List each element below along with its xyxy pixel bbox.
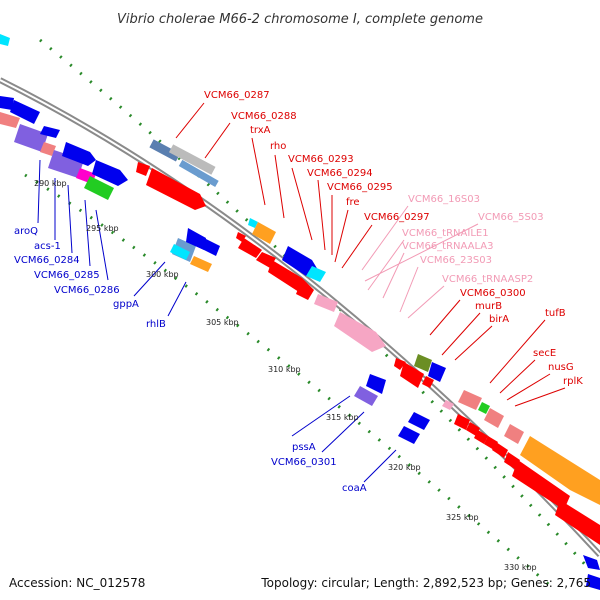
gene-label: rho	[270, 141, 286, 152]
gene-label: VCM66_0300	[460, 288, 526, 299]
genes-outer	[0, 34, 600, 570]
gene-label: fre	[346, 197, 360, 208]
kbp-label: 320 kbp	[388, 463, 421, 472]
gene-label: VCM66_0297	[364, 212, 430, 223]
kbp-label: 290 kbp	[34, 179, 67, 188]
gene-label: murB	[475, 301, 502, 312]
kbp-labels: 290 kbp 295 kbp 300 kbp 305 kbp 310 kbp …	[34, 179, 537, 572]
gene-label: VCM66_0285	[34, 270, 100, 281]
gene-label: gppA	[113, 299, 139, 310]
topology-text: Topology: circular; Length: 2,892,523 bp…	[260, 576, 591, 590]
gene-label: birA	[489, 314, 509, 325]
gene-label: VCM66_0293	[288, 154, 354, 165]
tick-rings	[24, 38, 592, 592]
gene-label: VCM66_0301	[271, 457, 337, 468]
kbp-label: 295 kbp	[86, 224, 119, 233]
gene-label: acs-1	[34, 241, 61, 252]
connectors-pink	[361, 205, 479, 319]
gene-label: coaA	[342, 483, 367, 494]
kbp-label: 315 kbp	[326, 413, 359, 422]
kbp-label: 325 kbp	[446, 513, 479, 522]
connectors-blue	[37, 159, 397, 483]
gene-label: VCM66_0287	[204, 90, 270, 101]
gene-label: trxA	[250, 125, 271, 136]
gene-label: VCM66_0284	[14, 255, 80, 266]
gene-label: rplK	[563, 376, 583, 387]
kbp-label: 300 kbp	[146, 270, 179, 279]
gene-label: VCM66_0295	[327, 182, 393, 193]
gene-labels-blue: aroQ acs-1 VCM66_0284 VCM66_0285 VCM66_0…	[14, 226, 367, 494]
connectors-red	[175, 102, 566, 407]
gene-label: tufB	[545, 308, 566, 319]
kbp-label: 310 kbp	[268, 365, 301, 374]
gene-label: VCM66_tRNAASP2	[442, 274, 533, 285]
gene-label: VCM66_23S03	[420, 255, 492, 266]
kbp-label: 305 kbp	[206, 318, 239, 327]
gene-label: VCM66_0294	[307, 168, 373, 179]
gene-label: VCM66_16S03	[408, 194, 480, 205]
gene-label: VCM66_0288	[231, 111, 297, 122]
backbone	[0, 77, 600, 558]
genes-inner	[0, 96, 600, 590]
gene-labels-red: VCM66_0287 VCM66_0288 trxA rho VCM66_029…	[204, 90, 583, 387]
gene-label: rhlB	[146, 319, 166, 330]
kbp-label: 330 kbp	[504, 563, 537, 572]
gene-label: secE	[533, 348, 556, 359]
gene-label: VCM66_tRNAALA3	[402, 241, 494, 252]
accession-text: Accession: NC_012578	[9, 576, 145, 590]
map-title: Vibrio cholerae M66-2 chromosome I, comp…	[117, 12, 483, 27]
tick-ring-inner	[24, 173, 556, 592]
gene-labels-pink: VCM66_16S03 VCM66_5S03 VCM66_tRNAILE1 VC…	[402, 194, 544, 285]
gene-label: aroQ	[14, 226, 38, 237]
gene-label: nusG	[548, 362, 574, 373]
gene-label: VCM66_tRNAILE1	[402, 228, 489, 239]
gene-label: VCM66_0286	[54, 285, 120, 296]
gene-label: pssA	[292, 442, 316, 453]
gene-label: VCM66_5S03	[478, 212, 544, 223]
